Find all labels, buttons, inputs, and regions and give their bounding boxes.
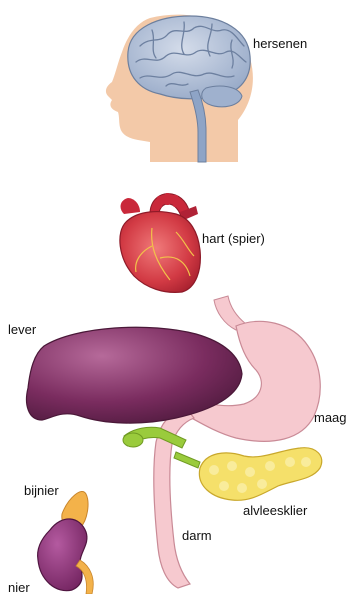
left-atrium: [121, 198, 140, 214]
label-lever: lever: [8, 322, 36, 337]
label-alvleesklier: alvleesklier: [243, 503, 307, 518]
heart-body: [120, 212, 200, 293]
aorta-branch-1: [157, 196, 162, 208]
head-brain-illustration: [106, 15, 253, 162]
kidney: [38, 519, 87, 591]
aorta-branch-3: [173, 195, 178, 207]
gallbladder: [123, 433, 143, 447]
pancreatic-duct: [174, 452, 200, 468]
label-hersenen: hersenen: [253, 36, 307, 51]
brain: [128, 16, 250, 99]
pancreas-illustration: [199, 448, 321, 501]
pancreas: [199, 448, 321, 501]
label-maag: maag: [314, 410, 347, 425]
kidney-adrenal-illustration: [38, 491, 94, 594]
heart-illustration: [120, 193, 200, 292]
label-darm: darm: [182, 528, 212, 543]
label-bijnier: bijnier: [24, 483, 59, 498]
aorta-branch-2: [165, 193, 170, 205]
label-nier: nier: [8, 580, 30, 595]
label-hart: hart (spier): [202, 231, 265, 246]
cerebellum: [202, 86, 242, 107]
